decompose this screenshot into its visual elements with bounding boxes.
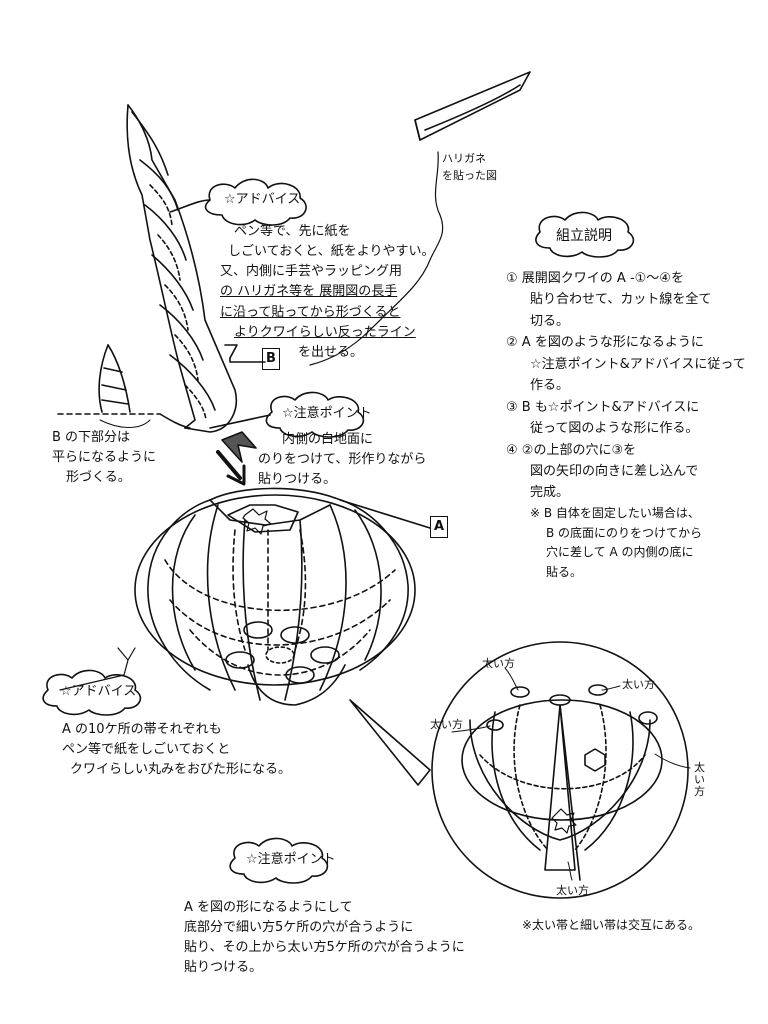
advice-top-line2: しごいておくと、紙をよりやすい。 [228, 244, 435, 260]
step1-num: ① [506, 271, 518, 286]
assembly-text: ① 展開図クワイの A -①〜④を 貼り合わせて、カット線を全て 切る。 ② A… [506, 268, 746, 583]
step3-line1: B も☆ポイント&アドバイスに [521, 399, 700, 415]
note-line3: 穴に差して A の内側の底に [546, 545, 694, 560]
detail-label-thick5: 太い方 [556, 884, 589, 897]
step2-line2: ☆注意ポイント&アドバイスに従って [530, 356, 746, 372]
step4-line1: ②の上部の穴に③を [521, 442, 637, 458]
detail-label-thick3: 太い方 [430, 718, 463, 731]
cloud-caution-mid [265, 391, 365, 438]
note-line2: B の底面にのりをつけてから [546, 525, 703, 540]
caution-bottom-line4: 貼りつける。 [184, 960, 263, 976]
detail-circle [431, 641, 691, 899]
caution-bottom-line2: 底部分で細い方5ケ所の穴が合うように [184, 920, 414, 936]
detail-label-thick2: 太い方 [622, 678, 655, 691]
detail-label-thick4: 太い方 [694, 761, 705, 799]
step2-line3: 作る。 [530, 378, 570, 394]
b-bottom-line2: 平らになるように [52, 450, 157, 466]
cloud-advice-top [204, 178, 307, 226]
advice-bottom-title: ☆アドバイス [60, 684, 137, 699]
wire-note: ハリガネ を貼った図 [442, 150, 497, 184]
caution-mid-text: 内側の白地面に のりをつけて、形作りながら 貼りつける。 [258, 430, 426, 490]
advice-top-line5: に沿って貼ってから形づくると [220, 304, 401, 320]
step1-line2: 貼り合わせて、カット線を全て [530, 292, 712, 308]
advice-top-text: ペン等で、先に紙を しごいておくと、紙をよりやすい。 又、内側に手芸やラッピング… [220, 222, 434, 363]
callout-wedge [349, 699, 431, 786]
step4-line2: 図の矢印の向きに差し込んで [530, 463, 699, 479]
step4-num: ④ [506, 442, 518, 458]
footnote: ※太い帯と細い帯は交互にある。 [522, 918, 701, 932]
wire-drawing [309, 71, 531, 366]
step4-line3: 完成。 [530, 485, 570, 501]
caution-mid-line1: 内側の白地面に [282, 432, 374, 447]
advice-bottom-line3: クワイらしい丸みをおびた形になる。 [70, 762, 292, 778]
advice-top-line1: ペン等で、先に紙を [234, 224, 351, 239]
caution-bottom-line3: 貼り、その上から太い方5ケ所の穴が合うように [184, 940, 465, 956]
cloud-advice-bottom [42, 669, 142, 716]
note-line4: 貼る。 [546, 565, 583, 580]
down-arrow [216, 431, 257, 486]
assembly-title: 組立説明 [556, 228, 612, 244]
label-b-box: B [262, 348, 280, 371]
small-horn [57, 344, 191, 429]
label-a-box: A [430, 516, 449, 539]
step1-line1: 展開図クワイの A -①〜④を [521, 271, 684, 286]
step1-line3: 切る。 [530, 313, 570, 329]
advice-top-title: ☆アドバイス [224, 192, 301, 207]
detail-label-thick1: 太い方 [482, 657, 515, 670]
step3-line2: 従って図のような形に作る。 [530, 421, 699, 437]
wire-note-line2: を貼った図 [442, 169, 497, 183]
stem-part-b [126, 104, 237, 433]
advice-bottom-line1: A の10ケ所の帯それぞれも [62, 722, 222, 737]
caution-bottom-line1: A を図の形になるようにして [184, 900, 353, 915]
caution-mid-line2: のりをつけて、形作りながら [258, 452, 427, 468]
wire-note-line1: ハリガネ [442, 152, 486, 165]
step2-num: ② [506, 335, 518, 351]
advice-top-line6: よりクワイらしい反ったライン [234, 324, 416, 340]
caution-mid-line3: 貼りつける。 [258, 472, 337, 488]
cloud-assembly [535, 211, 635, 258]
b-bottom-note: B の下部分は 平らになるように 形づくる。 [52, 428, 156, 488]
advice-top-line4: の ハリガネ等を 展開図の長手 [220, 284, 398, 300]
caution-mid-title: ☆注意ポイント [282, 406, 372, 421]
advice-top-line7: を出せる。 [298, 344, 364, 360]
note-line1: ※ B 自体を固定したい場合は、 [530, 505, 700, 520]
b-bottom-line3: 形づくる。 [66, 470, 131, 486]
caution-bottom-text: A を図の形になるようにして 底部分で細い方5ケ所の穴が合うように 貼り、その上… [184, 898, 465, 979]
step3-num: ③ [506, 399, 518, 415]
advice-bottom-line2: ペン等で紙をしごいておくと [62, 742, 231, 758]
advice-top-line3: 又、内側に手芸やラッピング用 [220, 264, 403, 280]
step2-line1: A を図のような形になるように [521, 335, 704, 351]
caution-bottom-title: ☆注意ポイント [246, 852, 336, 867]
b-bottom-line1: B の下部分は [52, 430, 131, 445]
part-a-body [134, 487, 431, 706]
advice-bottom-text: A の10ケ所の帯それぞれも ペン等で紙をしごいておくと クワイらしい丸みをおび… [62, 720, 291, 780]
cloud-caution-bottom [229, 837, 329, 884]
